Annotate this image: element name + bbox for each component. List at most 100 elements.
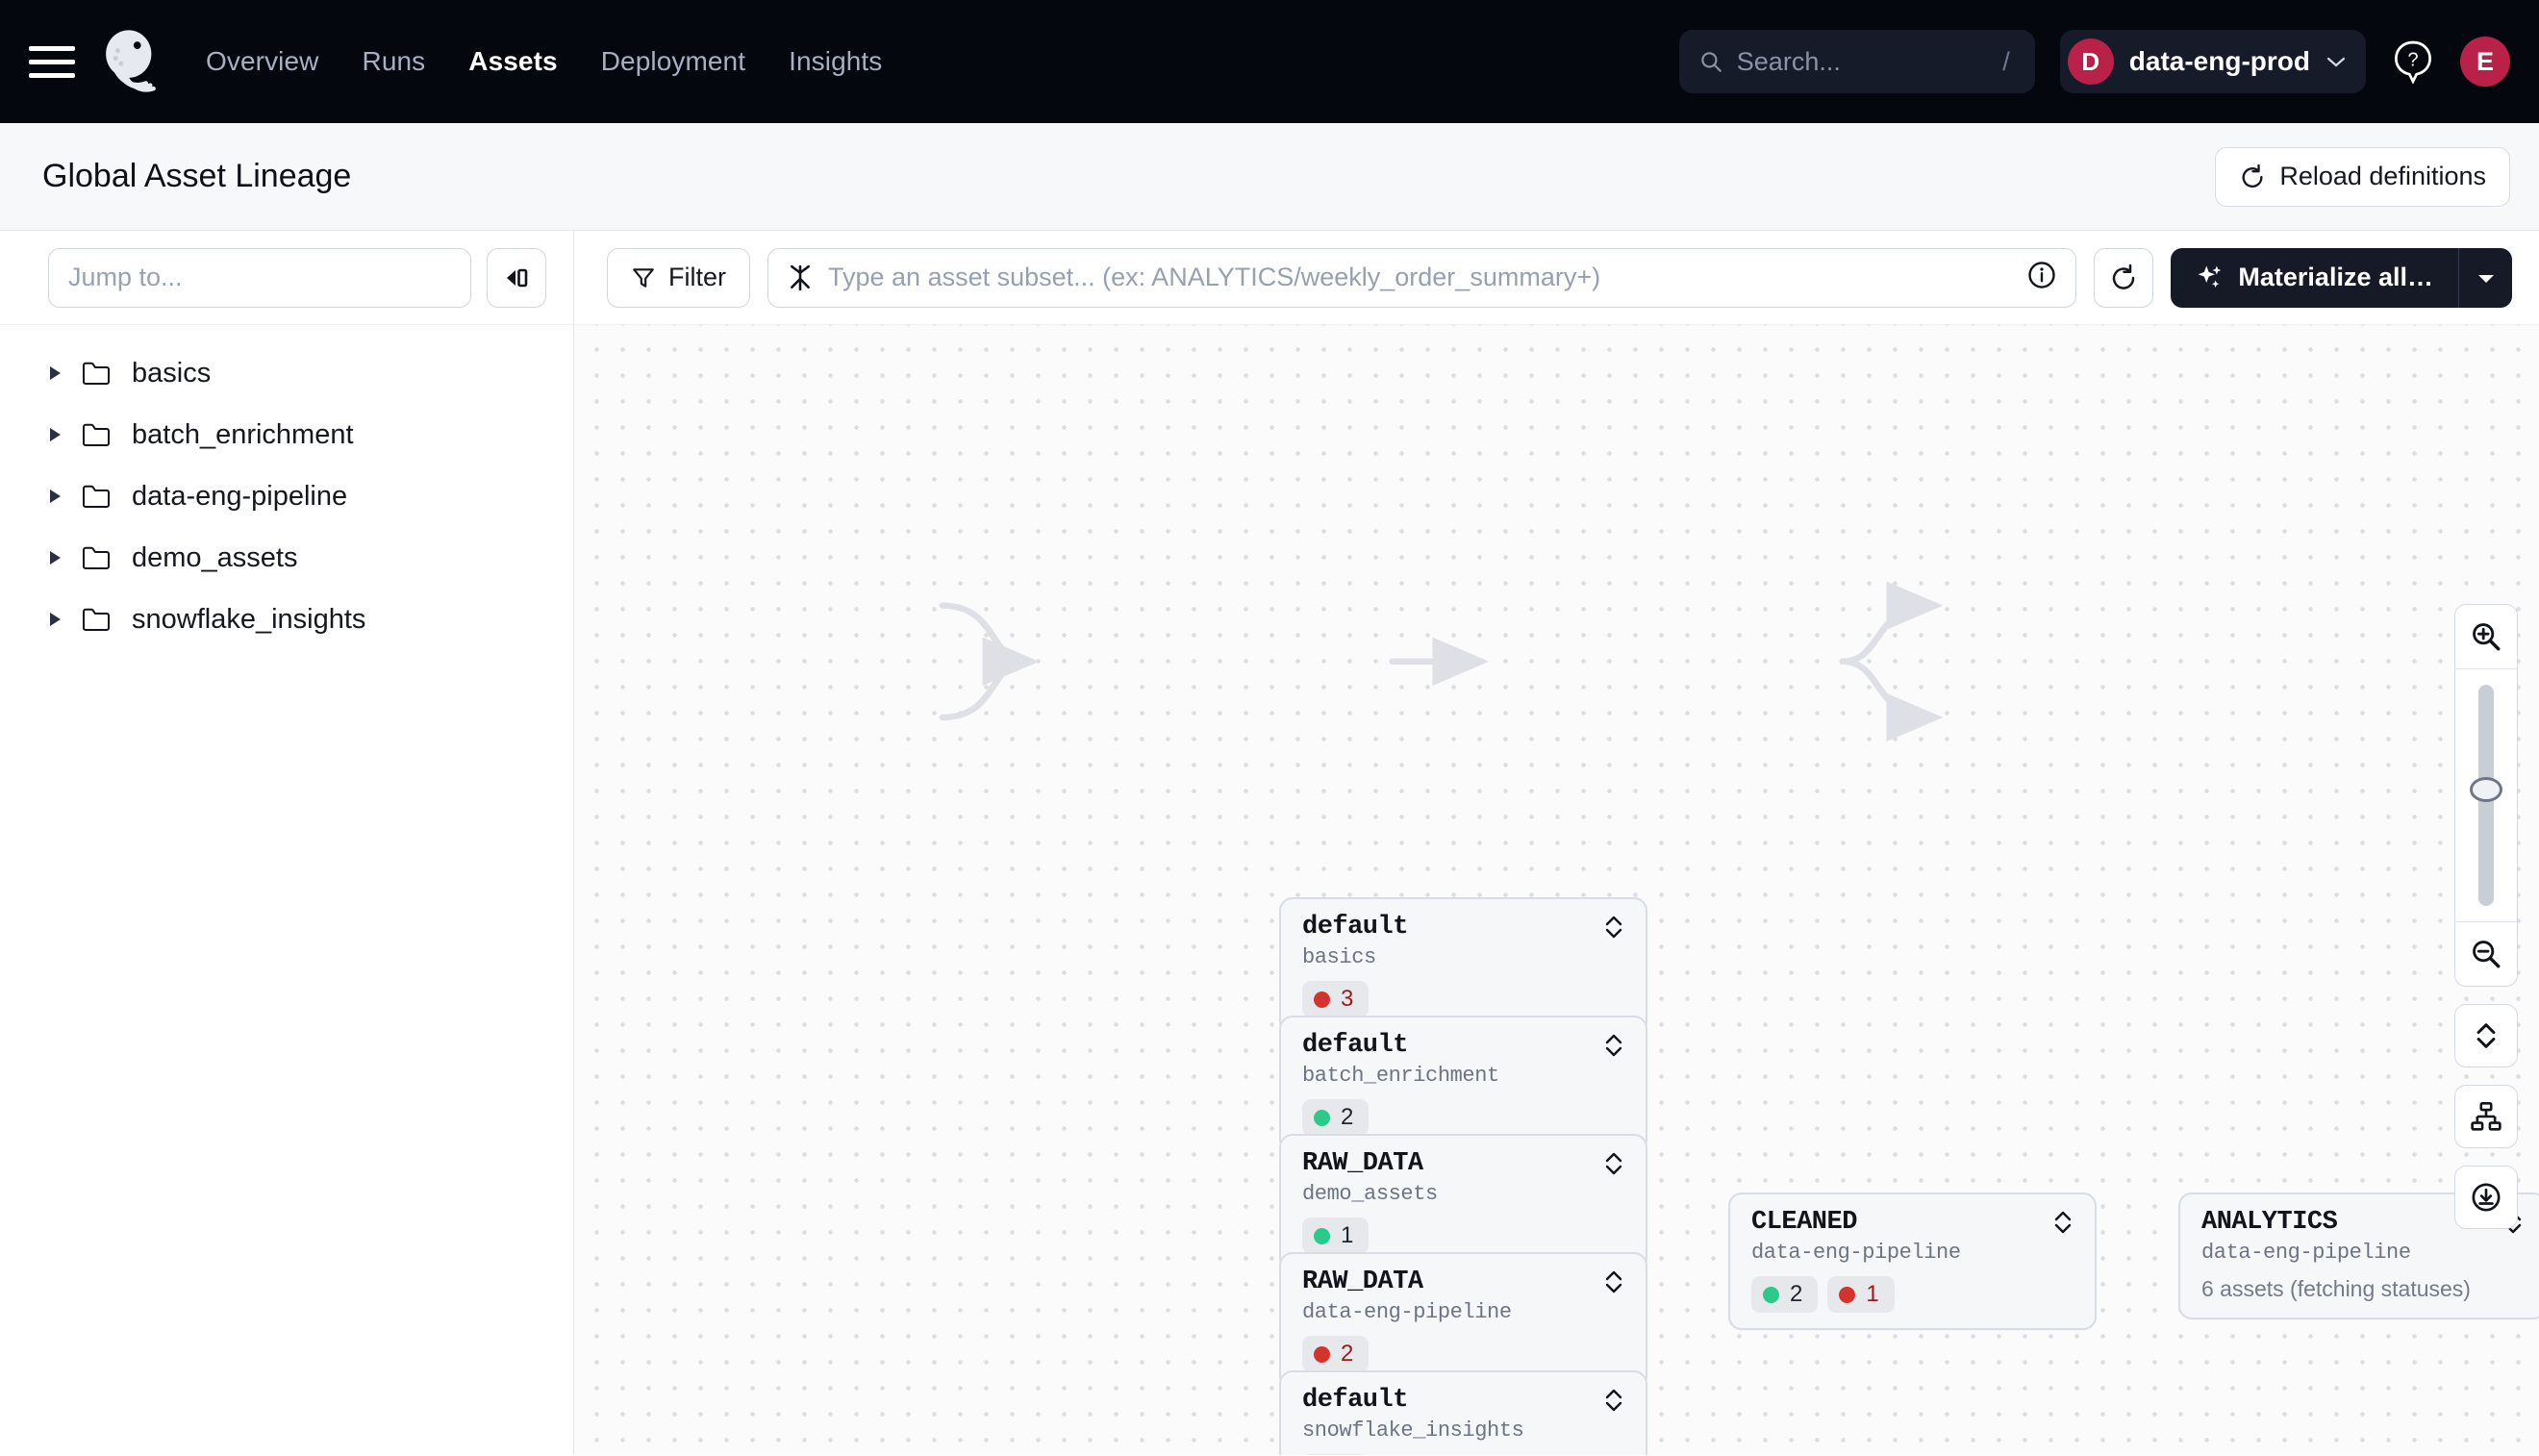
node-status-badges: 2 1 [1751,1276,2074,1313]
node-subtitle: batch_enrichment [1302,1064,1499,1088]
chevron-right-icon[interactable] [50,613,61,626]
user-avatar[interactable]: E [2460,37,2510,87]
chevron-right-icon[interactable] [50,551,61,565]
chevron-right-icon[interactable] [50,490,61,503]
asset-group-node[interactable]: default batch_enrichment 2 [1279,1016,1647,1153]
hamburger-menu-icon[interactable] [29,38,75,85]
zoom-out-icon [2473,941,2501,968]
global-search-input[interactable]: Search... / [1678,30,2035,93]
sidebar-item-batch-enrichment[interactable]: batch_enrichment [0,404,573,465]
sidebar-item-basics[interactable]: basics [0,342,573,404]
lineage-toolbar: Filter Type an asset subset... (ex: ANAL… [574,231,2539,325]
node-title-block: CLEANED data-eng-pipeline [1751,1208,1961,1265]
zoom-slider-thumb[interactable] [2470,777,2502,802]
search-placeholder: Search... [1736,46,1841,76]
reload-definitions-label: Reload definitions [2279,162,2486,190]
zoom-controls [2454,604,2518,1229]
asset-subset-placeholder: Type an asset subset... (ex: ANALYTICS/w… [828,263,1601,291]
expand-collapse-chevrons-icon[interactable] [1603,1386,1624,1415]
asset-group-node[interactable]: default snowflake_insights 1 [1279,1370,1647,1455]
zoom-in-icon [2473,623,2501,651]
layout-direction-button[interactable] [2454,1085,2518,1148]
refresh-icon [2113,264,2135,289]
divider [2455,668,2517,669]
deployment-badge: D [2067,38,2114,85]
filter-label: Filter [668,263,726,291]
refresh-lineage-button[interactable] [2094,247,2154,308]
asset-group-sidebar: basics batch_enrichment data-eng-pipelin… [0,231,574,1455]
node-subtitle: data-eng-pipeline [1751,1241,1961,1265]
asset-group-node[interactable]: CLEANED data-eng-pipeline 2 [1728,1192,2097,1330]
filter-button[interactable]: Filter [607,247,750,308]
nav-link-runs[interactable]: Runs [362,46,426,76]
download-graph-button[interactable] [2454,1166,2518,1229]
chevron-right-icon[interactable] [50,428,61,441]
jump-to-input[interactable] [48,247,471,308]
dagster-logo-icon[interactable] [96,27,165,96]
reload-definitions-button[interactable]: Reload definitions [2215,146,2510,207]
lineage-pane: Filter Type an asset subset... (ex: ANAL… [574,231,2539,1455]
status-count: 1 [1341,1222,1354,1248]
lineage-canvas[interactable]: default basics 3 [574,325,2539,1455]
top-navigation-bar: Overview Runs Assets Deployment Insights… [0,0,2539,123]
materialize-all-button[interactable]: Materialize all… [2171,247,2458,308]
nav-link-insights[interactable]: Insights [789,46,883,76]
materialize-all-label: Materialize all… [2238,263,2433,291]
chevron-right-icon[interactable] [50,366,61,380]
expand-collapse-chevrons-icon[interactable] [2052,1208,2074,1237]
node-header: RAW_DATA demo_assets [1302,1149,1624,1206]
funnel-icon [633,267,654,288]
node-status-badges: 1 [1302,1454,1624,1455]
sidebar-item-data-eng-pipeline[interactable]: data-eng-pipeline [0,465,573,527]
node-subtitle: basics [1302,945,1376,969]
hierarchy-layout-icon [2471,1101,2501,1131]
status-badge-failed[interactable]: 1 [1827,1276,1895,1313]
lineage-edges [939,581,1944,742]
expand-collapse-chevrons-icon[interactable] [1603,1149,1624,1178]
sidebar-item-label: basics [132,357,212,389]
collapse-sidebar-button[interactable] [487,247,546,308]
sidebar-item-demo-assets[interactable]: demo_assets [0,527,573,589]
folder-icon [83,608,110,631]
status-badge-materialized[interactable]: 1 [1302,1218,1370,1254]
primary-nav-links: Overview Runs Assets Deployment Insights [206,46,882,77]
expand-collapse-chevrons-icon[interactable] [1603,1031,1624,1060]
status-badge-failed[interactable]: 2 [1302,1336,1370,1372]
node-status-badges: 3 [1302,981,1624,1017]
expand-all-groups-button[interactable] [2454,1004,2518,1067]
zoom-out-button[interactable] [2454,922,2518,986]
materialize-options-button[interactable] [2458,247,2512,308]
nav-link-assets[interactable]: Assets [468,46,558,76]
zoom-in-button[interactable] [2454,605,2518,668]
asset-group-node[interactable]: default basics 3 [1279,897,1647,1035]
asset-subset-input[interactable]: Type an asset subset... (ex: ANALYTICS/w… [767,247,2077,308]
sidebar-item-label: demo_assets [132,541,298,573]
status-count: 1 [1866,1281,1879,1307]
deployment-switcher[interactable]: D data-eng-prod [2059,30,2366,93]
node-header: default snowflake_insights [1302,1386,1624,1443]
nav-link-overview[interactable]: Overview [206,46,319,76]
status-count: 2 [1790,1281,1803,1307]
zoom-slider[interactable] [2454,669,2518,921]
status-badge-materialized[interactable]: 2 [1302,1099,1370,1136]
zoom-slider-group [2454,604,2518,987]
divider [2455,921,2517,922]
node-title-block: RAW_DATA demo_assets [1302,1149,1438,1206]
search-shortcut-hint: / [2002,46,2010,76]
status-badge-failed[interactable]: 1 [1302,1454,1370,1455]
status-badge-failed[interactable]: 3 [1302,981,1370,1017]
nav-link-deployment[interactable]: Deployment [600,46,746,76]
sidebar-toolbar [0,231,573,325]
node-title-block: default basics [1302,913,1408,969]
asset-group-node[interactable]: RAW_DATA demo_assets 1 [1279,1134,1647,1271]
status-dot-red [1314,991,1330,1008]
folder-icon [83,485,110,508]
subset-info-icon[interactable] [2027,261,2056,294]
status-badge-materialized[interactable]: 2 [1751,1276,1819,1313]
help-question-icon[interactable]: ? [2391,39,2435,84]
node-title: CLEANED [1751,1208,1857,1237]
expand-collapse-chevrons-icon[interactable] [1603,1268,1624,1296]
expand-collapse-chevrons-icon[interactable] [1603,913,1624,941]
asset-group-node[interactable]: RAW_DATA data-eng-pipeline 2 [1279,1252,1647,1390]
sidebar-item-snowflake-insights[interactable]: snowflake_insights [0,589,573,650]
